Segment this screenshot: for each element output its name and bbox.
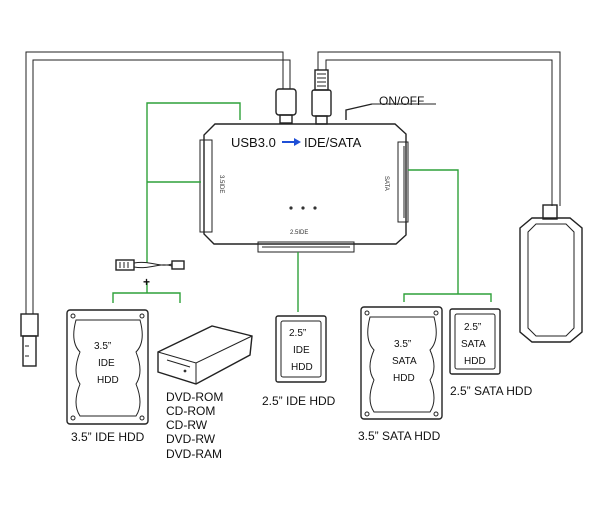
hdd-2-5-sata-line2: SATA	[461, 339, 486, 350]
hdd-2-5-sata-caption: 2.5” SATA HDD	[450, 384, 533, 398]
led-icon	[313, 206, 317, 210]
device-title-left: USB3.0	[231, 135, 276, 150]
adapter-device	[199, 103, 409, 253]
power-adapter	[311, 51, 583, 343]
optical-item-3: CD-RW	[166, 418, 208, 432]
hdd-3-5-sata-line3: HDD	[393, 373, 415, 384]
hdd-3-5-ide	[66, 309, 149, 425]
optical-item-4: DVD-RW	[166, 432, 216, 446]
green-connections	[112, 102, 492, 312]
hdd-2-5-sata-line1: 2.5”	[464, 322, 481, 333]
hdd-2-5-ide-line2: IDE	[293, 345, 310, 356]
hdd-3-5-ide-caption: 3.5” IDE HDD	[71, 430, 145, 444]
hdd-2-5-sata-line3: HDD	[464, 356, 486, 367]
device-title-right: IDE/SATA	[304, 135, 362, 150]
hdd-3-5-sata	[360, 306, 443, 420]
optical-drive	[157, 325, 253, 385]
hdd-3-5-ide-line2: IDE	[98, 358, 115, 369]
molex-cable	[115, 259, 185, 271]
hdd-2-5-ide	[275, 315, 327, 383]
hdd-2-5-ide-caption: 2.5” IDE HDD	[262, 394, 336, 408]
switch-label: ON/OFF	[379, 94, 424, 108]
led-icon	[289, 206, 293, 210]
hdd-3-5-sata-line2: SATA	[392, 356, 417, 367]
hdd-3-5-sata-line1: 3.5”	[394, 339, 411, 350]
optical-item-1: DVD-ROM	[166, 390, 223, 404]
arrow-icon	[282, 138, 301, 146]
hdd-2-5-sata	[449, 308, 501, 375]
optical-item-5: DVD-RAM	[166, 447, 222, 461]
hdd-3-5-ide-line1: 3.5”	[94, 341, 111, 352]
port-label-sata: SATA	[383, 176, 389, 191]
usb-cable	[20, 51, 297, 367]
optical-item-2: CD-ROM	[166, 404, 215, 418]
led-icon	[301, 206, 305, 210]
plus-sign: +	[143, 275, 150, 289]
hdd-2-5-ide-line3: HDD	[291, 362, 313, 373]
port-label-2-5ide: 2.5IDE	[290, 230, 308, 236]
hdd-2-5-ide-line1: 2.5”	[289, 328, 306, 339]
hdd-3-5-ide-line3: HDD	[97, 375, 119, 386]
port-label-3-5ide: 3.5IDE	[218, 175, 224, 193]
hdd-3-5-sata-caption: 3.5” SATA HDD	[358, 429, 441, 443]
